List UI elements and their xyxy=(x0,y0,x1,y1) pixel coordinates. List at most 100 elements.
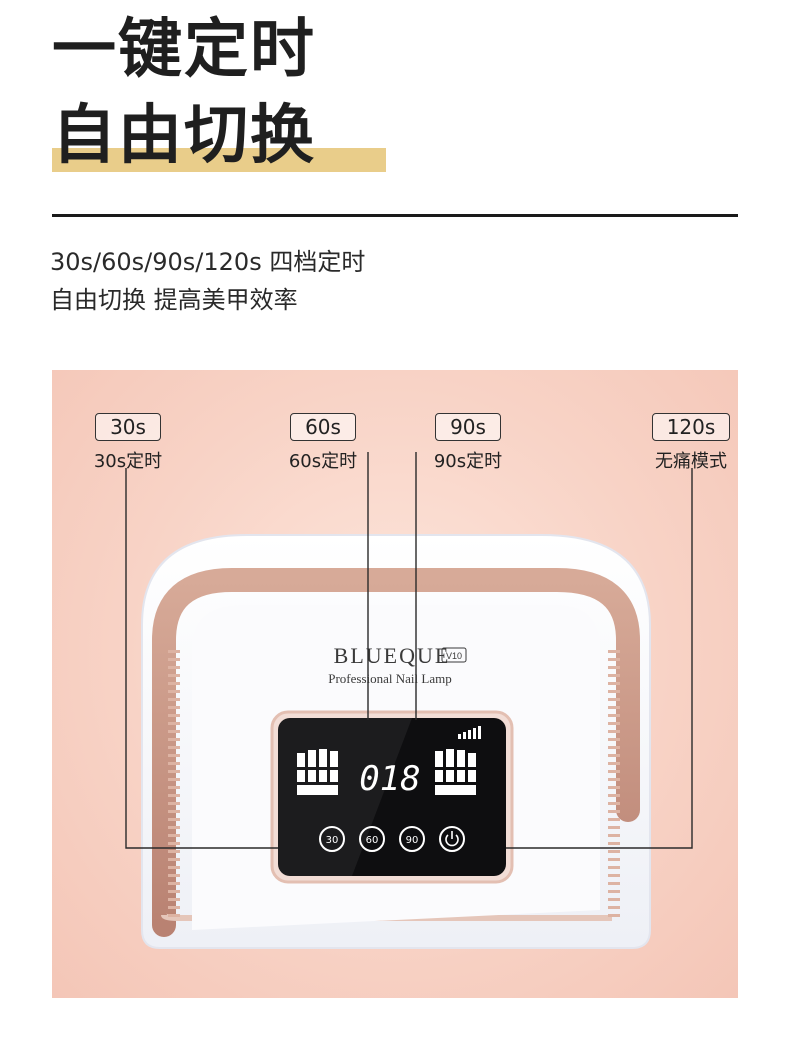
label-30s-tag: 30s xyxy=(95,413,161,441)
label-90s: 90s 90s定时 xyxy=(430,413,506,473)
label-90s-tag: 90s xyxy=(435,413,501,441)
headline-line1: 一键定时 xyxy=(52,13,316,87)
vent-slot xyxy=(608,746,620,749)
vent-slot xyxy=(168,810,180,813)
rose-gold-band xyxy=(152,568,640,937)
vent-slot xyxy=(168,826,180,829)
vent-slot xyxy=(168,730,180,733)
vent-slot xyxy=(168,802,180,805)
model-label: V10 xyxy=(446,651,462,661)
vent-slot xyxy=(168,778,180,781)
vent-slot xyxy=(608,874,620,877)
vent-slot xyxy=(168,698,180,701)
vent-slot xyxy=(168,674,180,677)
vent-slot xyxy=(168,882,180,885)
vent-slot xyxy=(608,898,620,901)
timer-90-button[interactable]: 90 xyxy=(399,826,425,852)
headline-accent-bar xyxy=(52,148,386,172)
vent-slot xyxy=(608,802,620,805)
vent-slot xyxy=(168,818,180,821)
vent-slot xyxy=(168,658,180,661)
vent-slot xyxy=(168,858,180,861)
vent-slot xyxy=(168,850,180,853)
vent-slot xyxy=(168,874,180,877)
vent-slot xyxy=(608,722,620,725)
signal-bars-icon xyxy=(458,726,481,739)
vent-slot xyxy=(168,914,180,917)
brand-tagline: Professional Nail Lamp xyxy=(328,671,451,686)
timer-display: 018 xyxy=(359,759,420,799)
subtitle-line2: 自由切换 提高美甲效率 xyxy=(50,286,298,314)
timer-90-label: 90 xyxy=(406,835,419,846)
right-hand-icon xyxy=(435,749,476,795)
subtitle-line1: 30s/60s/90s/120s 四档定时 xyxy=(50,248,366,276)
timer-30-label: 30 xyxy=(326,835,339,846)
vent-slot xyxy=(168,690,180,693)
model-badge xyxy=(441,647,467,663)
vent-slot xyxy=(608,770,620,773)
label-60s-tag: 60s xyxy=(290,413,356,441)
left-hand-icon xyxy=(297,749,338,795)
label-120s-caption: 无痛模式 xyxy=(655,451,727,472)
headline-line2: 自由切换 xyxy=(52,99,316,173)
vent-slot xyxy=(608,682,620,685)
vent-slot xyxy=(168,866,180,869)
vent-slot xyxy=(608,906,620,909)
brand-name: BLUEQUE xyxy=(334,643,451,668)
vent-slot xyxy=(608,914,620,917)
vent-slot xyxy=(168,754,180,757)
label-120s-tag: 120s xyxy=(651,413,731,441)
product-image-panel: BLUEQUE V10 Professional Nail Lamp 018 3… xyxy=(52,370,738,998)
power-button[interactable] xyxy=(439,826,465,852)
vent-slot xyxy=(608,666,620,669)
label-60s-caption: 60s定时 xyxy=(288,451,358,472)
label-30s-caption: 30s定时 xyxy=(93,451,163,472)
rose-gold-base-trim xyxy=(161,913,612,921)
vent-slot xyxy=(168,746,180,749)
right-vent-slots xyxy=(608,650,620,917)
vent-slot xyxy=(168,650,180,653)
vent-slot xyxy=(168,666,180,669)
vent-slot xyxy=(608,778,620,781)
label-90s-caption: 90s定时 xyxy=(433,451,503,472)
vent-slot xyxy=(608,882,620,885)
vent-slot xyxy=(608,754,620,757)
divider xyxy=(52,214,738,217)
vent-slot xyxy=(608,858,620,861)
callout-lines xyxy=(125,452,693,849)
vent-slot xyxy=(608,826,620,829)
vent-slot xyxy=(168,898,180,901)
vent-slot xyxy=(168,714,180,717)
vent-slot xyxy=(608,794,620,797)
timer-30-button[interactable]: 30 xyxy=(319,826,345,852)
vent-slot xyxy=(608,738,620,741)
timer-60-label: 60 xyxy=(366,835,379,846)
vent-slot xyxy=(608,706,620,709)
vent-slot xyxy=(168,842,180,845)
label-30s: 30s 30s定时 xyxy=(90,413,166,473)
vent-slot xyxy=(168,762,180,765)
vent-slot xyxy=(608,730,620,733)
vent-slot xyxy=(168,706,180,709)
vent-slot xyxy=(608,698,620,701)
vent-slot xyxy=(168,906,180,909)
vent-slot xyxy=(608,674,620,677)
vent-slot xyxy=(168,738,180,741)
vent-slot xyxy=(168,834,180,837)
vent-slot xyxy=(168,794,180,797)
vent-slot xyxy=(608,850,620,853)
timer-60-button[interactable]: 60 xyxy=(359,826,385,852)
vent-slot xyxy=(168,770,180,773)
vent-slot xyxy=(608,834,620,837)
vent-slot xyxy=(608,690,620,693)
vent-slot xyxy=(608,714,620,717)
nail-lamp-illustration: BLUEQUE V10 Professional Nail Lamp 018 3… xyxy=(125,452,693,949)
vent-slot xyxy=(168,786,180,789)
vent-slot xyxy=(608,890,620,893)
vent-slot xyxy=(608,762,620,765)
vent-slot xyxy=(608,842,620,845)
vent-slot xyxy=(168,722,180,725)
vent-slot xyxy=(608,786,620,789)
power-icon xyxy=(445,831,459,847)
label-120s: 120s 无痛模式 xyxy=(646,413,736,473)
